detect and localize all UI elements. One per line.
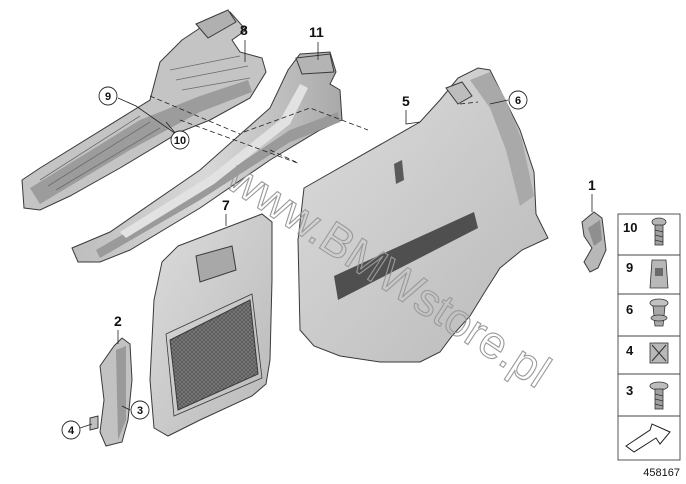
callout-10-circle: 10 bbox=[170, 130, 190, 150]
legend-row-6: 6 bbox=[626, 298, 669, 327]
spreader-nut-icon bbox=[649, 342, 669, 364]
callout-9-circle: 9 bbox=[98, 86, 118, 106]
callout-4: 4 bbox=[68, 425, 75, 437]
callout-7: 7 bbox=[222, 197, 230, 213]
flange-screw-icon bbox=[649, 381, 669, 410]
fastener-legend: 10 9 6 4 bbox=[617, 213, 681, 461]
part-5-side-trim-panel bbox=[297, 67, 549, 363]
dashed-alignment-lines bbox=[149, 95, 479, 165]
part-11-sill-rail bbox=[71, 51, 343, 263]
callout-10: 10 bbox=[174, 135, 186, 147]
legend-number-10: 10 bbox=[623, 220, 637, 235]
direction-arrow-icon bbox=[625, 423, 671, 453]
part-7-net-pocket-panel bbox=[149, 213, 273, 437]
screw-icon bbox=[651, 217, 667, 246]
part-2-pillar-trim bbox=[89, 337, 133, 447]
callout-4-circle: 4 bbox=[61, 420, 81, 440]
callout-1: 1 bbox=[588, 177, 596, 193]
legend-row-9: 9 bbox=[626, 259, 669, 289]
legend-number-4: 4 bbox=[626, 343, 634, 358]
document-id: 458167 bbox=[643, 467, 680, 479]
callout-11: 11 bbox=[309, 24, 324, 40]
legend-number-9: 9 bbox=[626, 260, 633, 275]
legend-row-10: 10 bbox=[623, 217, 667, 246]
legend-number-3: 3 bbox=[626, 383, 633, 398]
callout-5: 5 bbox=[402, 93, 410, 109]
legend-number-6: 6 bbox=[626, 302, 633, 317]
clip-nut-icon bbox=[649, 259, 669, 289]
callout-6: 6 bbox=[515, 95, 521, 107]
callout-8: 8 bbox=[240, 22, 248, 38]
callout-3: 3 bbox=[137, 405, 143, 417]
part-8-storage-tray bbox=[21, 9, 267, 211]
callout-6-circle: 6 bbox=[508, 90, 528, 110]
leader-lines bbox=[79, 40, 593, 429]
callout-3-circle: 3 bbox=[130, 400, 150, 420]
legend-row-4: 4 bbox=[626, 342, 669, 364]
expanding-rivet-icon bbox=[649, 298, 669, 327]
callout-2: 2 bbox=[114, 313, 122, 329]
part-1-bracket bbox=[581, 211, 607, 273]
callout-9: 9 bbox=[105, 91, 111, 103]
legend-row-3: 3 bbox=[626, 381, 669, 410]
